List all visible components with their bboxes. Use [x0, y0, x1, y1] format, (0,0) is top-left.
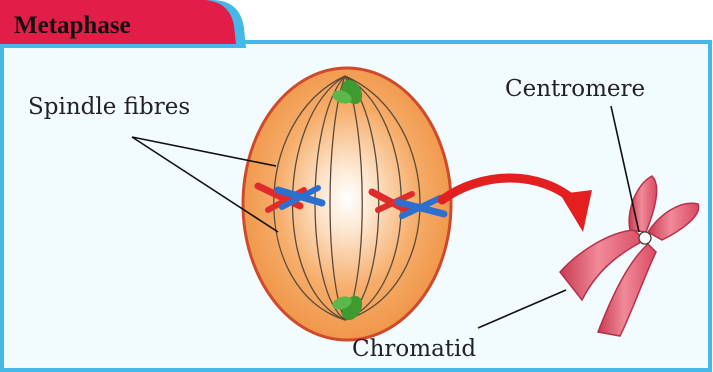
label-spindle-fibres: Spindle fibres	[28, 94, 190, 120]
cell	[243, 68, 451, 340]
label-chromatid: Chromatid	[352, 336, 476, 362]
page-title: Metaphase	[14, 12, 131, 39]
label-centromere: Centromere	[505, 76, 645, 102]
centromere	[639, 232, 651, 244]
